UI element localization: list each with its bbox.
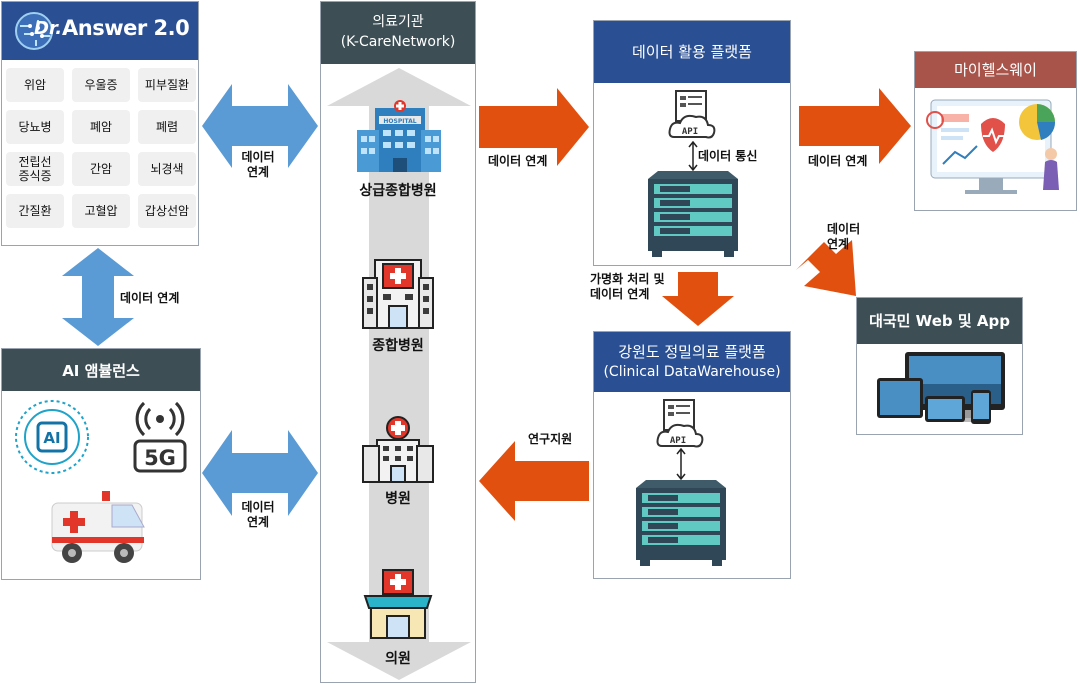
right-arrow-icon bbox=[799, 88, 911, 164]
connection-label: 데이터 연계 bbox=[808, 154, 868, 168]
public-web-app-panel: 대국민 Web 및 App bbox=[856, 297, 1023, 435]
api-cloud-icon: API bbox=[668, 90, 716, 139]
cdw-platform-title: 강원도 정밀의료 플랫폼 (Clinical DataWarehouse) bbox=[594, 332, 790, 392]
public-web-app-title: 대국민 Web 및 App bbox=[857, 298, 1022, 344]
connection-label: 데이터 연계 bbox=[120, 291, 180, 305]
double-arrow-icon bbox=[202, 84, 318, 168]
ai-ambulance-panel: AI 앰뷸런스 AI 5G bbox=[1, 348, 201, 580]
5g-signal-icon: 5G bbox=[133, 401, 187, 473]
connection-label: 데이터 연계 bbox=[241, 500, 275, 529]
medical-institutions-panel: 의료기관 (K-CareNetwork) HOSPITAL 상급종합병원 bbox=[320, 1, 476, 683]
institution-label: 상급종합병원 bbox=[359, 183, 437, 199]
diagonal-arrow-icon bbox=[796, 240, 856, 296]
5g-text: 5G bbox=[144, 446, 176, 470]
disease-item: 피부질환 bbox=[138, 68, 196, 102]
disease-item: 폐렴 bbox=[138, 110, 196, 144]
logo-answer-text: Answer 2.0 bbox=[62, 16, 190, 40]
dr-answer-panel: Dr. Answer 2.0 위암 우울증 피부질환 당뇨병 폐암 폐렴 전립선… bbox=[1, 1, 199, 246]
ai-chip-text: AI bbox=[43, 429, 60, 447]
clinic-icon bbox=[363, 569, 433, 639]
disease-item: 간질환 bbox=[6, 194, 64, 228]
right-arrow-icon bbox=[479, 88, 589, 166]
my-health-way-panel: 마이헬스웨이 bbox=[914, 51, 1077, 211]
connection-label: 데이터 연계 bbox=[827, 222, 861, 251]
disease-grid: 위암 우울증 피부질환 당뇨병 폐암 폐렴 전립선 증식증 간암 뇌경색 간질환… bbox=[6, 68, 196, 228]
connection-label: 연구지원 bbox=[528, 432, 573, 446]
general-hospital-icon bbox=[362, 259, 434, 329]
disease-item: 갑상선암 bbox=[138, 194, 196, 228]
connection-label: 데이터 연계 bbox=[488, 154, 548, 168]
api-text: API bbox=[670, 436, 686, 446]
cdw-platform-panel: 강원도 정밀의료 플랫폼 (Clinical DataWarehouse) AP… bbox=[593, 331, 791, 579]
disease-item: 전립선 증식증 bbox=[6, 152, 64, 186]
disease-item: 간암 bbox=[72, 152, 130, 186]
vertical-grey-arrow bbox=[327, 68, 471, 680]
left-arrow-icon bbox=[479, 441, 589, 521]
disease-item: 우울증 bbox=[72, 68, 130, 102]
connection-label: 가명화 처리 및 데이터 연계 bbox=[590, 272, 665, 301]
ai-ambulance-title: AI 앰뷸런스 bbox=[2, 349, 200, 391]
dr-answer-header: Dr. Answer 2.0 bbox=[2, 2, 198, 60]
ambulance-icon bbox=[51, 491, 145, 563]
ai-chip-icon: AI bbox=[15, 400, 89, 474]
institutions-header: 의료기관 (K-CareNetwork) bbox=[321, 2, 475, 64]
bidirectional-arrow-icon bbox=[688, 141, 698, 171]
devices-illustration bbox=[877, 352, 1005, 424]
disease-item: 폐암 bbox=[72, 110, 130, 144]
hospital-sign-text: HOSPITAL bbox=[383, 118, 416, 125]
my-health-way-title: 마이헬스웨이 bbox=[915, 52, 1076, 88]
data-comm-label: 데이터 통신 bbox=[698, 149, 758, 163]
double-arrow-icon bbox=[202, 430, 318, 516]
health-dashboard-illustration bbox=[926, 99, 1059, 194]
api-text: API bbox=[682, 127, 698, 137]
tertiary-hospital-icon: HOSPITAL bbox=[357, 100, 441, 172]
disease-item: 당뇨병 bbox=[6, 110, 64, 144]
connection-label: 데이터 연계 bbox=[241, 150, 275, 179]
hospital-icon bbox=[362, 416, 434, 483]
data-platform-panel: 데이터 활용 플랫폼 API 데이터 통신 bbox=[593, 20, 791, 266]
institution-label: 종합병원 bbox=[372, 338, 424, 354]
institution-label: 병원 bbox=[385, 491, 411, 507]
brain-circuit-icon bbox=[15, 12, 53, 50]
data-platform-title: 데이터 활용 플랫폼 bbox=[594, 21, 790, 83]
disease-item: 고혈압 bbox=[72, 194, 130, 228]
vertical-double-arrow-icon bbox=[62, 248, 134, 346]
disease-item: 뇌경색 bbox=[138, 152, 196, 186]
down-arrow-icon bbox=[662, 272, 734, 326]
server-rack-icon bbox=[648, 171, 738, 257]
server-rack-icon bbox=[636, 480, 726, 566]
institution-label: 의원 bbox=[385, 651, 411, 667]
api-cloud-icon: API bbox=[656, 399, 704, 448]
disease-item: 위암 bbox=[6, 68, 64, 102]
bidirectional-arrow-icon bbox=[676, 448, 686, 480]
logo-dr-text: Dr. bbox=[34, 18, 63, 39]
